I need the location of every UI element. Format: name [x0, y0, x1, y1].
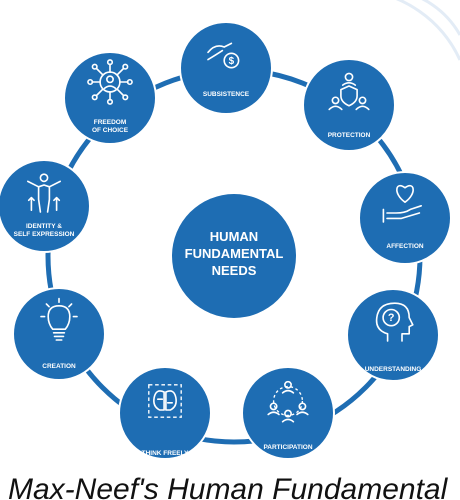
center-label: HUMAN FUNDAMENTAL NEEDS — [185, 229, 284, 278]
need-label-subsistence: SUBSISTENCE — [203, 91, 250, 98]
decorative-arcs — [395, 0, 460, 61]
need-label-protection: PROTECTION — [328, 132, 371, 139]
person-network-icon — [87, 59, 133, 105]
center-label-line: FUNDAMENTAL — [185, 246, 284, 261]
need-node-creation: CREATION — [12, 287, 106, 381]
center-node: HUMAN FUNDAMENTAL NEEDS — [172, 194, 296, 318]
center-label-line: HUMAN — [210, 229, 258, 244]
need-node-protection: PROTECTION — [302, 58, 396, 152]
need-node-affection: AFFECTION — [358, 171, 452, 265]
need-node-circle — [0, 159, 91, 253]
need-node-think-freely: THINK FREELY — [118, 366, 212, 460]
need-label-participation: PARTICIPATION — [263, 444, 312, 451]
need-node-participation: PARTICIPATION — [241, 366, 335, 460]
need-label-affection: AFFECTION — [386, 243, 423, 250]
caption: Max-Neef's Human Fundamental — [8, 473, 448, 500]
need-label-think-freely: THINK FREELY — [142, 450, 189, 457]
lightbulb-icon — [40, 297, 78, 341]
need-node-circle — [346, 288, 440, 382]
need-node-circle — [179, 21, 273, 115]
need-node-circle — [118, 366, 212, 460]
svg-text:?: ? — [388, 312, 395, 324]
heart-hand-icon — [382, 184, 423, 223]
network-people-icon — [267, 380, 309, 423]
shield-people-icon — [328, 72, 370, 111]
hand-coin-icon: $ — [207, 42, 240, 69]
need-label-creation: CREATION — [42, 363, 76, 370]
center-label-line: NEEDS — [212, 263, 257, 278]
need-node-circle — [12, 287, 106, 381]
head-question-icon: ? — [375, 302, 414, 342]
person-arrows-icon — [26, 173, 62, 213]
need-node-identity: IDENTITY &SELF EXPRESSION — [0, 159, 91, 253]
need-node-circle — [241, 366, 335, 460]
brain-icon — [148, 384, 182, 418]
need-label-identity: IDENTITY &SELF EXPRESSION — [14, 223, 75, 238]
need-node-understanding: ? UNDERSTANDING — [346, 288, 440, 382]
svg-text:$: $ — [229, 56, 235, 67]
need-label-understanding: UNDERSTANDING — [365, 366, 422, 373]
need-node-subsistence: $ SUBSISTENCE — [179, 21, 273, 115]
